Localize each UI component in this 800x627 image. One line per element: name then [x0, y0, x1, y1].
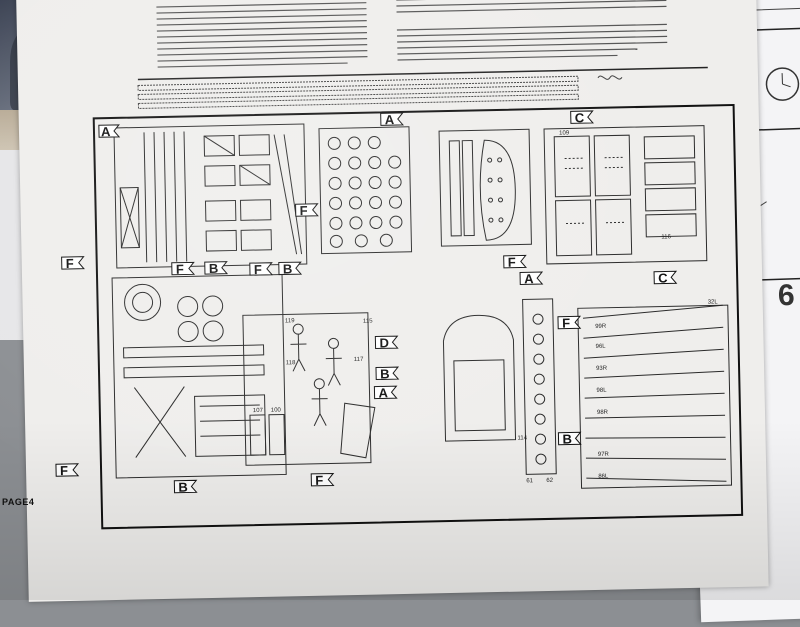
svg-text:C: C: [575, 110, 585, 125]
svg-text:F: F: [60, 463, 68, 478]
svg-text:C: C: [658, 270, 668, 285]
sprue-flag: D: [375, 335, 397, 350]
sprue-flag: C: [571, 110, 593, 125]
sprue-flag: B: [174, 479, 196, 494]
part-label: 98R: [597, 410, 609, 416]
sprue-flag: F: [504, 254, 526, 269]
instruction-sheet: 32L 99R 96L 93R 98L 98R 97R 86L 119 117 …: [16, 0, 769, 602]
part-label: 61: [526, 478, 533, 484]
part-label: 97R: [598, 452, 610, 458]
svg-text:A: A: [524, 271, 534, 286]
sprue-bottom-left: [112, 274, 286, 478]
sprue-hull: [439, 129, 531, 246]
sprue-flag: A: [520, 271, 542, 286]
part-label: 117: [354, 357, 364, 363]
part-label: 99R: [595, 324, 607, 330]
part-label: 116: [661, 234, 671, 240]
sprue-flag: B: [205, 261, 227, 276]
svg-text:B: B: [562, 431, 572, 446]
sprue-left-top: [114, 124, 307, 268]
part-label: 100: [271, 408, 282, 414]
sprue-flag: A: [381, 112, 403, 127]
sprue-flag: A: [374, 385, 396, 400]
svg-text:A: A: [378, 385, 388, 400]
sprue-clear-c: [544, 126, 707, 264]
svg-text:B: B: [209, 261, 219, 276]
svg-text:F: F: [66, 256, 74, 271]
track-strips: [138, 75, 622, 108]
part-label: 119: [285, 318, 295, 324]
svg-text:B: B: [283, 261, 293, 276]
page-label: PAGE4: [2, 497, 34, 507]
part-label: 98L: [596, 388, 607, 394]
svg-text:B: B: [380, 366, 390, 381]
part-label: 115: [363, 319, 373, 325]
svg-text:F: F: [508, 255, 516, 270]
svg-text:B: B: [178, 480, 188, 495]
sprue-flag: F: [311, 472, 333, 487]
sprue-flag: F: [172, 261, 194, 276]
part-label: 62: [546, 478, 553, 484]
sprue-road-wheels: [319, 127, 412, 254]
sprue-flag: B: [279, 261, 301, 276]
sprue-flag: F: [296, 203, 318, 218]
sprue-flag: C: [654, 270, 676, 285]
sprue-flag: F: [558, 315, 580, 330]
part-label: 32L: [708, 299, 719, 305]
sprue-figures: [243, 313, 376, 466]
sprue-flag: B: [376, 366, 398, 381]
step-number-6: 6: [777, 279, 795, 314]
part-label: 114: [517, 435, 527, 441]
part-label: 96L: [596, 344, 607, 350]
sprue-flag: F: [62, 256, 84, 271]
part-label: 86L: [598, 474, 609, 480]
svg-text:F: F: [315, 473, 323, 488]
sprue-flag: A: [99, 124, 119, 139]
svg-text:F: F: [254, 262, 262, 277]
sprue-flag: F: [250, 262, 272, 277]
part-label: 118: [286, 360, 296, 366]
sprue-diagram: 32L 99R 96L 93R 98L 98R 97R 86L 119 117 …: [16, 0, 769, 602]
sprue-flag: B: [558, 431, 580, 446]
part-label: 107: [253, 408, 264, 414]
header-text-block: [156, 0, 667, 67]
svg-text:A: A: [101, 124, 111, 139]
photo-scene: 5 6: [0, 0, 800, 600]
part-label: 93R: [596, 366, 608, 372]
svg-text:D: D: [379, 335, 389, 350]
sprue-lower-hull: [443, 295, 732, 491]
svg-text:A: A: [385, 112, 395, 127]
part-number-labels: 32L 99R 96L 93R 98L 98R 97R 86L 119 117 …: [247, 127, 722, 490]
sprue-flag: F: [56, 463, 78, 478]
svg-text:F: F: [176, 262, 184, 277]
part-label: 109: [559, 130, 570, 136]
svg-text:F: F: [562, 315, 570, 330]
svg-text:F: F: [300, 203, 308, 218]
